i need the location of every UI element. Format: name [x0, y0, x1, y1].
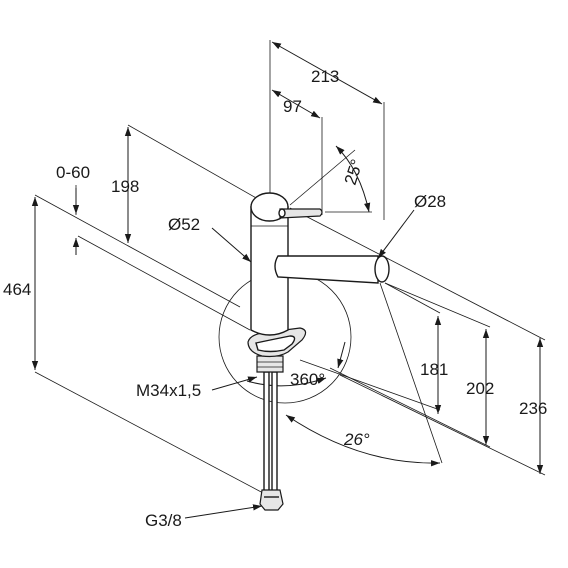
label-26-deg: 26° — [343, 430, 370, 449]
label-202: 202 — [466, 379, 494, 398]
label-0-60: 0-60 — [56, 163, 90, 182]
label-213: 213 — [311, 67, 339, 86]
lever-handle — [278, 208, 323, 219]
dimension-97 — [271, 89, 323, 215]
spout — [274, 255, 390, 284]
label-25-deg: 25° — [341, 157, 367, 187]
label-dia28: Ø28 — [414, 192, 446, 211]
extension-lines — [34, 194, 546, 495]
label-97: 97 — [283, 97, 302, 116]
leaders — [184, 209, 415, 519]
label-464: 464 — [3, 280, 31, 299]
label-g3-8: G3/8 — [145, 511, 182, 530]
angle-25 — [289, 145, 372, 213]
faucet — [247, 192, 390, 511]
mounting-nut — [256, 355, 284, 373]
dimension-198 — [124, 124, 266, 243]
label-198: 198 — [111, 177, 139, 196]
angle-26 — [285, 282, 443, 467]
base-plate — [247, 327, 307, 358]
label-360-deg: 360° — [290, 370, 325, 389]
dimension-213 — [269, 40, 385, 220]
label-181: 181 — [420, 360, 448, 379]
label-thread: M34x1,5 — [136, 381, 201, 400]
label-dia52: Ø52 — [168, 215, 200, 234]
dimension-181 — [384, 282, 442, 414]
label-236: 236 — [519, 399, 547, 418]
supply-hoses — [259, 371, 284, 511]
